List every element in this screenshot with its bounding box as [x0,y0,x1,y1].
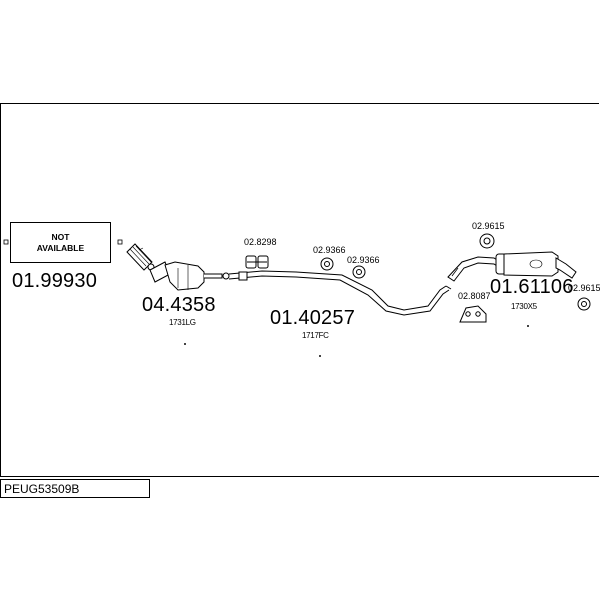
fitting-label-02-9366-a: 02.9366 [313,245,346,255]
not-available-line1: NOT [51,232,70,242]
reference-code: PEUG53509B [4,482,80,496]
mount-02-9366-a [320,257,334,271]
not-available-line2: AVAILABLE [36,243,85,253]
first-section-part-no: 01.99930 [12,270,98,292]
clamp-02-8298-left [245,255,269,269]
rear-silencer [495,251,577,279]
catalyst-part-no: 04.4358 [142,294,216,316]
fitting-label-02-8298: 02.8298 [244,237,277,247]
mount-02-9366-b [352,265,366,279]
fitting-label-02-9615-upper: 02.9615 [472,221,505,231]
rear-silencer-code: 1730X5 [511,302,537,311]
dot-marker [319,355,321,357]
reference-box: PEUG53509B [0,479,150,498]
dot-marker [184,343,186,345]
mid-pipe-code: 1717FC [302,331,329,340]
mount-02-9615-right [577,297,591,311]
catalyst [149,261,230,291]
fitting-label-02-8087: 02.8087 [458,291,491,301]
not-available-box: NOT AVAILABLE [10,222,111,263]
catalyst-code: 1731LG [169,318,196,327]
left-marker [3,239,9,245]
rear-silencer-part-no: 01.61106 [490,276,574,298]
fitting-label-02-9366-b: 02.9366 [347,255,380,265]
diagram-frame [0,103,599,477]
fitting-label-02-9615-right: 02.9615 [568,283,600,293]
bracket-02-8087 [459,305,487,323]
mid-pipe-part-no: 01.40257 [270,307,356,329]
mount-02-9615-upper [479,233,495,249]
flex-pipe [126,243,155,271]
part-marker [117,239,123,245]
dot-marker [527,325,529,327]
mid-pipe [228,270,452,316]
